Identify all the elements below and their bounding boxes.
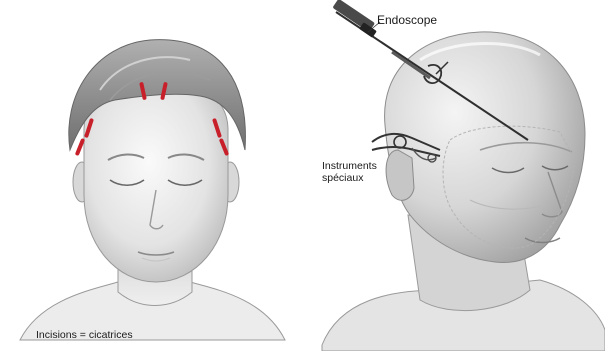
incisions-caption: Incisions = cicatrices xyxy=(36,329,133,341)
special-instruments-label-line2: spéciaux xyxy=(322,172,377,184)
special-instruments-label: Instruments spéciaux xyxy=(322,160,377,184)
ear-right xyxy=(386,150,414,200)
face xyxy=(84,82,228,282)
endoscope-label: Endoscope xyxy=(377,14,437,26)
frontal-head xyxy=(20,40,285,340)
special-instruments-label-line1: Instruments xyxy=(322,160,377,172)
